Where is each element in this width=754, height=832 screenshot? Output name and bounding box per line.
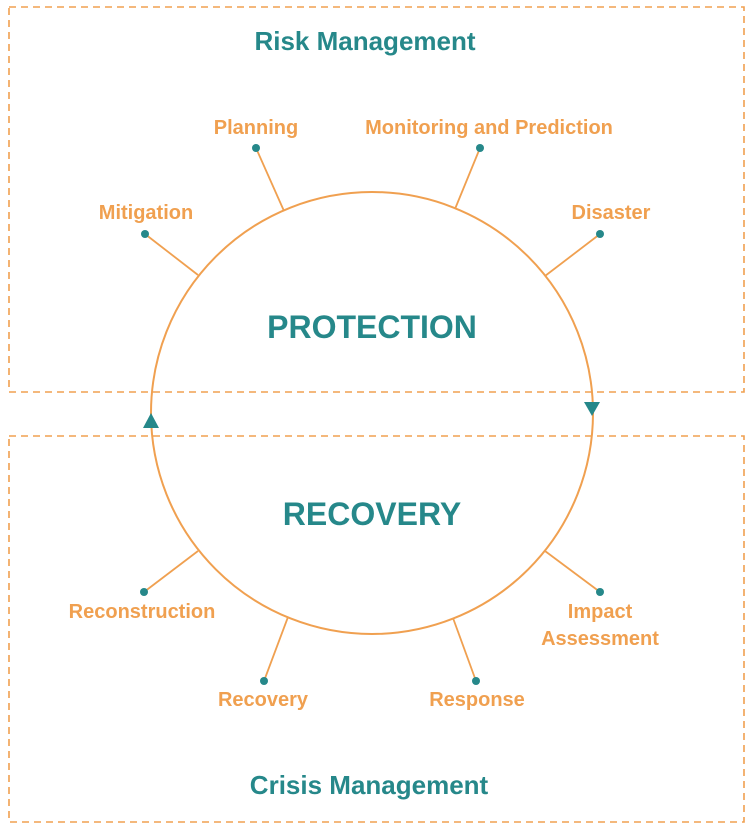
label-monitoring: Monitoring and Prediction (365, 117, 613, 139)
cycle-circle (150, 191, 594, 635)
dot-response (472, 677, 480, 685)
risk-management-title: Risk Management (254, 26, 475, 56)
cycle-arrow-up (143, 413, 159, 428)
spoke-recovery (263, 616, 289, 682)
crisis-management-title: Crisis Management (250, 770, 489, 800)
spoke-mitigation (144, 233, 199, 276)
protection-label: PROTECTION (267, 309, 477, 345)
label-response: Response (429, 689, 525, 711)
risk-management-region (8, 6, 745, 393)
dot-disaster (596, 230, 604, 238)
recovery-center-label: RECOVERY (283, 496, 461, 532)
cycle-arrow-down (584, 402, 600, 416)
dot-impact-assessment (596, 588, 604, 596)
spoke-planning (255, 147, 285, 212)
label-impact-line2: Assessment (541, 628, 659, 650)
label-impact-line1: Impact (568, 601, 633, 623)
spoke-disaster (544, 233, 601, 277)
spoke-reconstruction (143, 550, 199, 593)
spoke-response (452, 617, 477, 682)
spoke-monitoring (454, 147, 481, 210)
label-recovery: Recovery (218, 689, 309, 711)
dot-reconstruction (140, 588, 148, 596)
label-mitigation: Mitigation (99, 202, 193, 224)
dot-monitoring (476, 144, 484, 152)
dot-planning (252, 144, 260, 152)
dot-recovery (260, 677, 268, 685)
label-planning: Planning (214, 117, 298, 139)
crisis-management-region (8, 435, 745, 823)
dot-mitigation (141, 230, 149, 238)
spoke-impact-assessment (544, 550, 601, 593)
label-reconstruction: Reconstruction (69, 601, 216, 623)
label-disaster: Disaster (572, 202, 651, 224)
